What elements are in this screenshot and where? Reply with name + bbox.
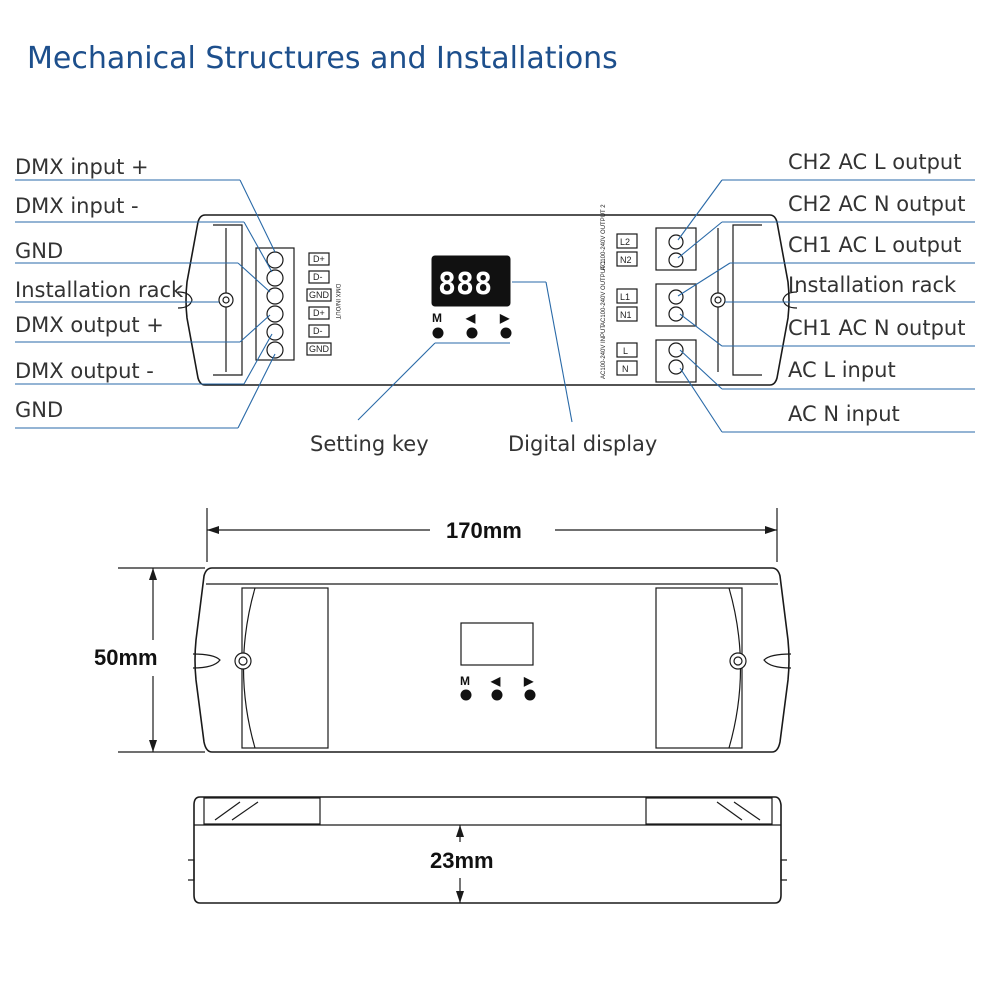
callout-ac-n-input: AC N input [788, 402, 900, 426]
dmx-terminal [266, 269, 284, 287]
callout-dmx-input-minus: DMX input - [15, 194, 139, 218]
callout-digital-display: Digital display [508, 432, 657, 456]
callout-dmx-output-minus: DMX output - [15, 359, 154, 383]
callout-ac-l-input: AC L input [788, 358, 896, 382]
callout-gnd-input: GND [15, 239, 63, 263]
dmx-terminal [266, 287, 284, 305]
dmx-terminal [266, 341, 284, 359]
terminal-label-l1: L1 [620, 292, 630, 302]
dmx-terminal [266, 305, 284, 323]
device-top-view: D+ D- GND D+ D- GND DMX IN/OUT 888 M ◀ ▶… [177, 204, 798, 386]
input-label: AC100-240V INPUT [601, 325, 607, 379]
front-key-label-m: M [460, 674, 470, 688]
callout-dmx-output-plus: DMX output + [15, 313, 164, 337]
output1-label: AC100-240V OUTPUT 1 [601, 260, 607, 326]
right-callouts: CH2 AC L output CH2 AC N output CH1 AC L… [677, 150, 975, 433]
device-side-view [188, 796, 787, 904]
callout-installation-rack-right: Installation rack [788, 273, 957, 297]
front-key-left[interactable] [491, 689, 503, 701]
page-title: Mechanical Structures and Installations [27, 41, 618, 76]
callout-ch2-ac-l-output: CH2 AC L output [788, 150, 961, 174]
front-key-right[interactable] [524, 689, 536, 701]
callout-dmx-input-plus: DMX input + [15, 155, 149, 179]
front-key-label-right: ▶ [523, 674, 534, 688]
terminal-label-n: N [622, 364, 629, 374]
terminal-label-n2: N2 [620, 255, 632, 265]
installation-rack-hole-left [218, 292, 234, 308]
dmx-terminal [266, 251, 284, 269]
key-label-left: ◀ [465, 311, 476, 325]
length-dimension: 170mm [206, 508, 778, 562]
callout-gnd-output: GND [15, 398, 63, 422]
dimension-height: 23mm [430, 848, 494, 873]
display-digits: 888 [438, 267, 492, 302]
width-dimension: 50mm [94, 567, 205, 753]
setting-key-m[interactable] [432, 327, 444, 339]
dmx-block-label: DMX IN/OUT [334, 284, 340, 320]
dmx-label-d-minus-1: D- [313, 272, 323, 282]
setting-key-right[interactable] [500, 327, 512, 339]
bottom-callouts: Setting key Digital display [310, 281, 657, 456]
dimension-length: 170mm [446, 518, 522, 543]
dmx-label-d-minus-2: D- [313, 326, 323, 336]
left-callouts: DMX input + DMX input - GND Installation… [15, 155, 276, 429]
callout-ch1-ac-l-output: CH1 AC L output [788, 233, 961, 257]
front-display-window [460, 622, 534, 666]
output2-label: AC100-240V OUTPUT 2 [601, 204, 607, 270]
terminal-label-n1: N1 [620, 310, 632, 320]
front-key-label-left: ◀ [490, 674, 501, 688]
setting-key-left[interactable] [466, 327, 478, 339]
callout-installation-rack-left: Installation rack [15, 278, 184, 302]
callout-ch1-ac-n-output: CH1 AC N output [788, 316, 965, 340]
terminal-label-l2: L2 [620, 237, 630, 247]
dimension-width: 50mm [94, 645, 158, 670]
device-front-view: M ◀ ▶ [192, 567, 792, 753]
terminal-label-l: L [623, 346, 628, 356]
dmx-label-d-plus-1: D+ [313, 254, 325, 264]
dmx-label-gnd-1: GND [309, 290, 330, 300]
height-dimension: 23mm [430, 825, 494, 903]
digital-display [431, 255, 511, 307]
key-label-right: ▶ [499, 311, 510, 325]
key-label-m: M [432, 311, 442, 325]
callout-setting-key: Setting key [310, 432, 429, 456]
installation-rack-hole-right [710, 292, 726, 308]
callout-ch2-ac-n-output: CH2 AC N output [788, 192, 965, 216]
dmx-label-d-plus-2: D+ [313, 308, 325, 318]
dmx-label-gnd-2: GND [309, 344, 330, 354]
front-key-m[interactable] [460, 689, 472, 701]
